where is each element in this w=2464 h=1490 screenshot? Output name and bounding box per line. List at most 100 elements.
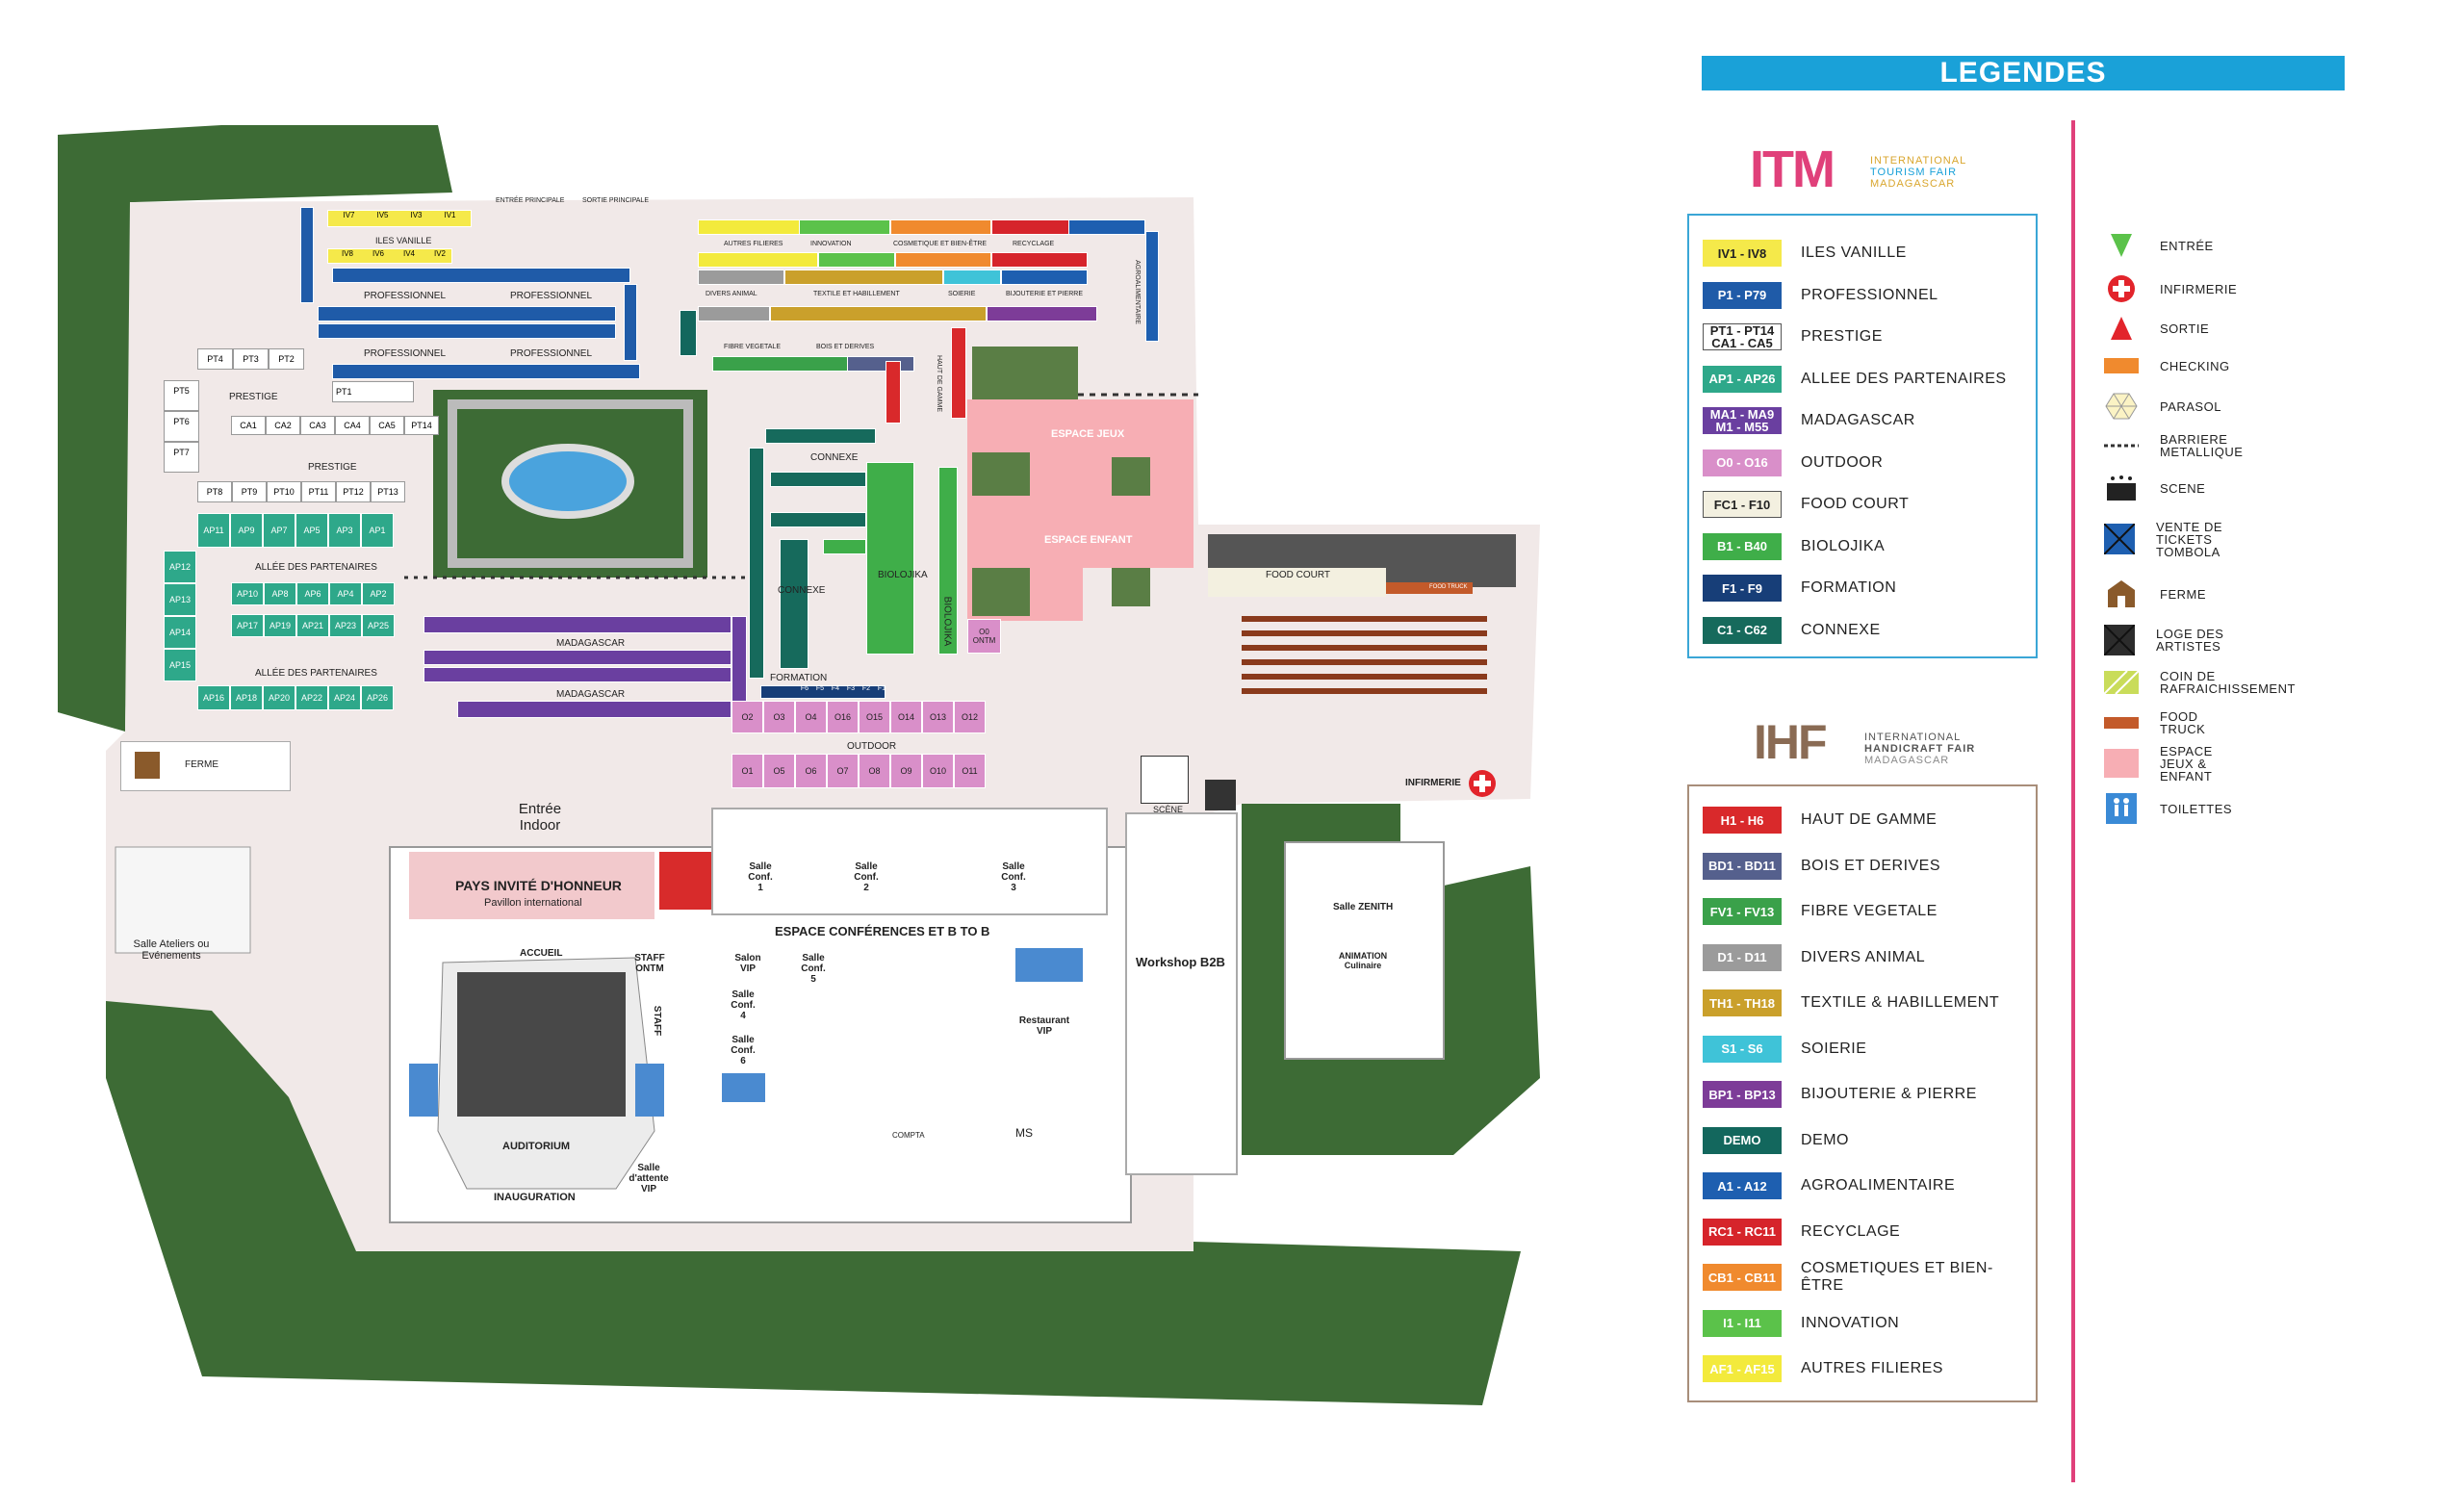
- booth-ap14: AP14: [164, 616, 196, 649]
- ihf-row-4: [698, 306, 770, 321]
- booth-pt9: PT9: [232, 481, 267, 502]
- legend-swatch: O0 - O16: [1703, 449, 1782, 476]
- booth-ap16: AP16: [197, 685, 230, 710]
- icon-legend-label: ESPACE JEUX & ENFANT: [2160, 743, 2213, 784]
- professionnel-label-4: PROFESSIONNEL: [510, 348, 593, 359]
- pavillon-label: Pavillon international: [484, 897, 582, 909]
- booth-pt2: PT2: [269, 348, 304, 370]
- ap-row-3: AP17 AP19 AP21 AP23 AP25: [231, 614, 395, 637]
- legend-swatch: B1 - B40: [1703, 532, 1782, 560]
- legend-swatch: H1 - H6: [1703, 807, 1782, 834]
- connexe-booths-3: [770, 512, 866, 527]
- espace-jeux-label: ESPACE JEUX: [1051, 428, 1125, 440]
- connexe-label-2: CONNEXE: [778, 585, 826, 596]
- tombola-icon: [2104, 524, 2135, 554]
- scene-label: SCÈNE: [1153, 805, 1184, 814]
- itm-line2: TOURISM FAIR: [1870, 167, 1958, 178]
- booth-ap23: AP23: [329, 614, 362, 637]
- biolojika-label-2: BIOLOJIKA: [941, 596, 953, 647]
- booth-ap26: AP26: [361, 685, 394, 710]
- booth-ap21: AP21: [296, 614, 329, 637]
- demo-block: [680, 310, 697, 356]
- formation-row: F6 F5 F4 F3 F2 F1: [797, 685, 889, 692]
- icon-legend-label: FERME: [2160, 586, 2206, 602]
- madagascar-booths-2: [424, 650, 732, 665]
- ap-left-column: AP12 AP13 AP14 AP15: [164, 551, 196, 681]
- espace-conf-label: ESPACE CONFÉRENCES ET B TO B: [775, 924, 990, 938]
- madagascar-label-2: MADAGASCAR: [556, 689, 626, 700]
- conf4-label: Salle Conf. 4: [731, 989, 756, 1021]
- booth-iv2: IV2: [433, 249, 446, 258]
- icon-legend-label: VENTE DE TICKETS TOMBOLA: [2156, 519, 2223, 559]
- booth-iv7: IV7: [343, 211, 355, 219]
- booth-ap17: AP17: [231, 614, 264, 637]
- legend-label: DEMO: [1801, 1131, 1849, 1148]
- conf6-label: Salle Conf. 6: [731, 1035, 756, 1066]
- sortie-principale-label: SORTIE PRINCIPALE: [582, 197, 649, 204]
- pt-row: PT8 PT9 PT10 PT11 PT12 PT13: [197, 481, 405, 502]
- iles-vanille-booths-2: [327, 248, 452, 264]
- booth-pt12: PT12: [336, 481, 371, 502]
- legend-swatch: A1 - A12: [1703, 1172, 1782, 1199]
- compta-label: COMPTA: [892, 1131, 925, 1140]
- legend-swatch: PT1 - PT14 CA1 - CA5: [1703, 323, 1782, 350]
- refreshment-icon: [2104, 668, 2139, 697]
- legend-swatch: AP1 - AP26: [1703, 365, 1782, 393]
- booth-f5: F5: [815, 685, 825, 692]
- entry-triangle-icon: [2104, 231, 2139, 260]
- parasol-icon: [2104, 392, 2139, 421]
- connexe-booths-2: [770, 472, 866, 487]
- legend-swatch: S1 - S6: [1703, 1035, 1782, 1063]
- prestige-label-2: PRESTIGE: [308, 462, 357, 473]
- icon-legend-row: TOILETTES: [2104, 793, 2232, 824]
- booth-ap18: AP18: [230, 685, 263, 710]
- booth-ap4: AP4: [329, 582, 362, 605]
- booth-ca4: CA4: [335, 416, 370, 435]
- booth-ap20: AP20: [263, 685, 295, 710]
- legend-label: BIOLOJIKA: [1801, 537, 1886, 554]
- booth-ca3: CA3: [300, 416, 335, 435]
- professionnel-column: [300, 207, 314, 303]
- professionnel-booths-1: [332, 268, 630, 283]
- booth-f6: F6: [800, 685, 809, 692]
- legend-label: COSMETIQUES ET BIEN-ÊTRE: [1800, 1260, 1993, 1294]
- conf1-label: Salle Conf. 1: [748, 861, 773, 893]
- icon-legend-label: CHECKING: [2160, 358, 2230, 373]
- icon-legend-row: BARRIERE METALLIQUE: [2104, 431, 2266, 460]
- ihf-row-1c: [890, 219, 991, 235]
- booth-pt8: PT8: [197, 481, 232, 502]
- infirmerie-label: INFIRMERIE: [1405, 778, 1461, 788]
- booth-pt3: PT3: [233, 348, 269, 370]
- booth-f4: F4: [831, 685, 840, 692]
- ihf-row-3: [698, 270, 784, 285]
- booth-o1: O1: [732, 754, 763, 788]
- conf2-label: Salle Conf. 2: [854, 861, 879, 893]
- salon-vip-label: Salon VIP: [734, 953, 761, 974]
- ihf-row-2: [698, 252, 818, 268]
- booth-pt1: PT1: [332, 381, 414, 402]
- food-court-label: FOOD COURT: [1266, 570, 1331, 580]
- scene-icon: [1141, 756, 1189, 804]
- agro-column: [1145, 231, 1159, 342]
- legend-swatch: P1 - P79: [1703, 281, 1782, 309]
- haut-gamme-column: [886, 361, 901, 424]
- booth-ap7: AP7: [263, 513, 295, 548]
- booth-ca2: CA2: [266, 416, 300, 435]
- ihf-logo: IHF INTERNATIONAL HANDICRAFT FAIR MADAGA…: [1754, 714, 1985, 772]
- professionnel-booths-4: [332, 364, 640, 379]
- allee-partenaires-label-2: ALLÉE DES PARTENAIRES: [255, 668, 377, 679]
- allee-partenaires-label: ALLÉE DES PARTENAIRES: [255, 562, 377, 573]
- ihf-line2: HANDICRAFT FAIR: [1864, 743, 1976, 755]
- icon-legend-row: ENTRÉE: [2104, 231, 2214, 260]
- professionnel-label-1: PROFESSIONNEL: [364, 291, 447, 301]
- ihf-row-4c: [987, 306, 1097, 321]
- booth-o0-ontm: O0 ONTM: [967, 619, 1001, 654]
- madagascar-booths-3: [424, 667, 732, 682]
